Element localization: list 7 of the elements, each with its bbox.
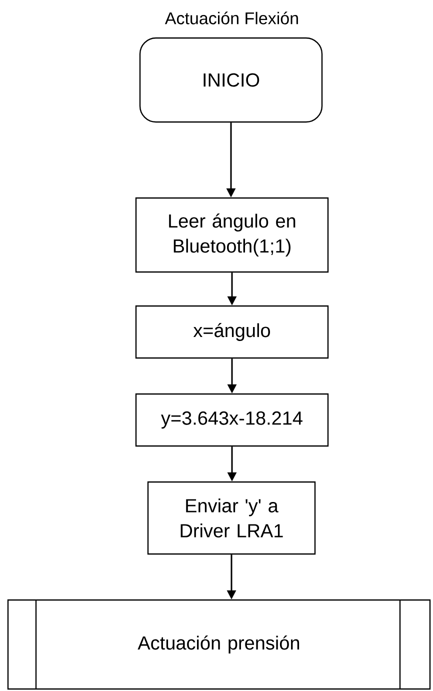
process-box: x=ángulo <box>135 305 329 359</box>
process-box: y=3.643x-18.214 <box>135 393 329 447</box>
subprocess-box: Actuación prensión <box>7 599 431 690</box>
process-box: Leer ángulo en Bluetooth(1;1) <box>135 197 329 273</box>
title: Actuación Flexión <box>164 12 298 24</box>
process-box: Enviar 'y' a Driver LRA1 <box>147 481 316 555</box>
start-box: INICIO <box>139 37 323 123</box>
